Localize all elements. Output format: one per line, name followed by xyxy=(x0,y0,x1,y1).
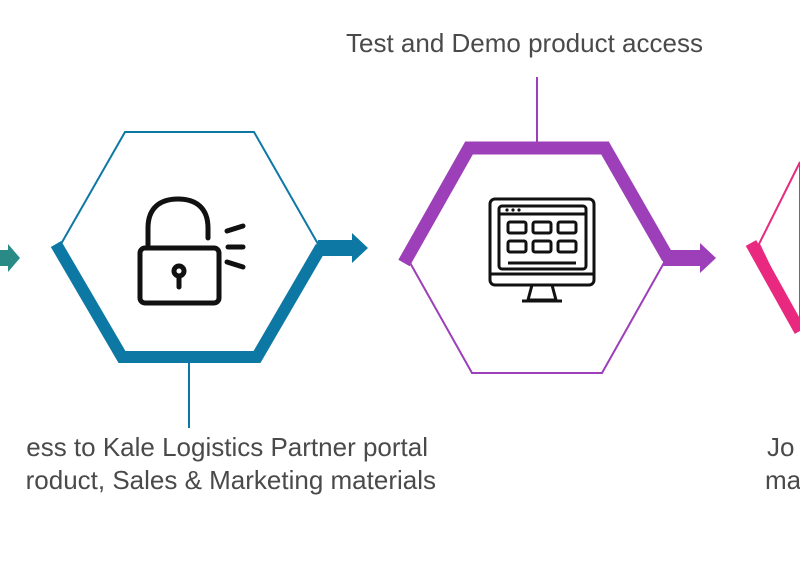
label-partner-portal-line-2: roduct, Sales & Marketing materials xyxy=(25,465,436,495)
label-partner-portal-line-1: ess to Kale Logistics Partner portal xyxy=(26,432,428,462)
step-partner-portal xyxy=(50,131,368,428)
label-next-step-line-2: ma xyxy=(765,465,800,495)
step-next xyxy=(745,161,800,334)
arrow-to-next-step xyxy=(663,243,716,273)
step-test-demo xyxy=(398,77,716,374)
hexagon-next-step-thick-edge xyxy=(745,240,800,334)
monitor-window-dots xyxy=(505,208,521,212)
prev-step-arrow xyxy=(0,244,20,272)
label-next-step-line-1: Jo xyxy=(767,432,795,462)
unlocked-padlock-icon xyxy=(137,196,246,306)
desktop-monitor-icon xyxy=(488,197,596,303)
label-test-demo: Test and Demo product access xyxy=(346,28,703,58)
hexagon-partner-portal-thick-edge xyxy=(50,240,327,363)
hexagon-test-demo-thick-edge xyxy=(398,141,674,267)
arrow-to-test-demo xyxy=(316,233,368,263)
